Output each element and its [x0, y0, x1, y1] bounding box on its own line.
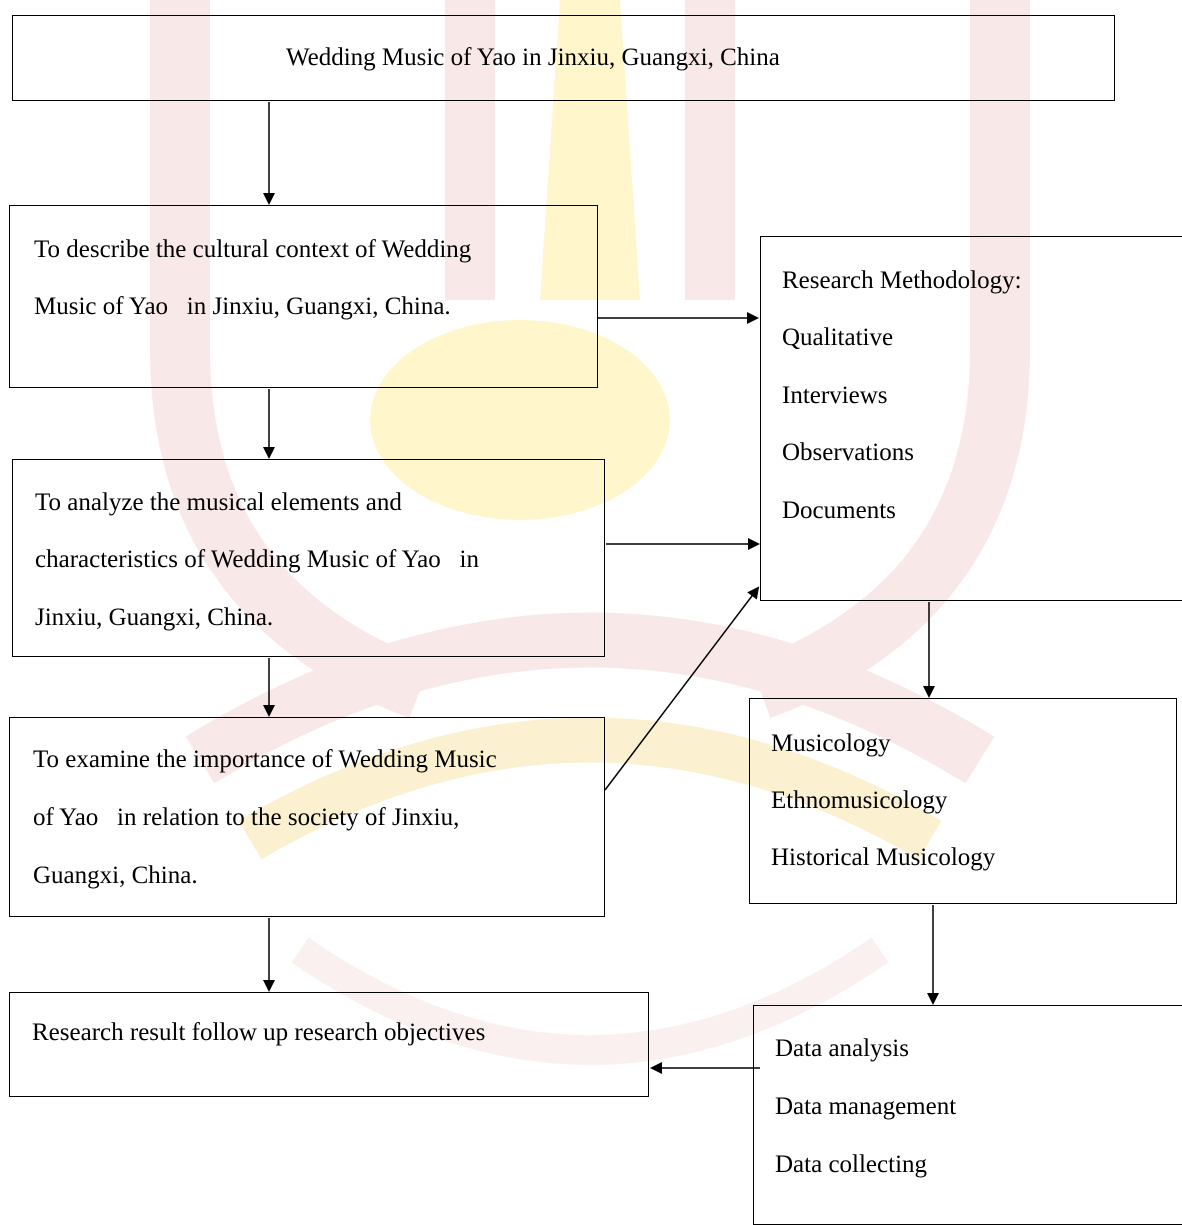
methodology-line-1: Research Methodology:: [782, 267, 1022, 294]
objective-2-box: [12, 459, 605, 657]
result-box: [9, 992, 649, 1097]
disciplines-line-1: Musicology: [771, 730, 891, 757]
data-line-1: Data analysis: [775, 1035, 909, 1062]
objective-3-line-2: of Yao in relation to the society of Jin…: [33, 804, 460, 831]
methodology-line-4: Observations: [782, 439, 914, 466]
objective-1-line-1: To describe the cultural context of Wedd…: [34, 236, 472, 263]
objective-1-line-2: Music of Yao in Jinxiu, Guangxi, China.: [34, 293, 451, 320]
arrow-objective-3-to-methodology: [604, 586, 760, 791]
objective-3-line-1: To examine the importance of Wedding Mus…: [33, 746, 497, 773]
objective-2-line-1: To analyze the musical elements and: [35, 489, 402, 516]
objective-1-box: [9, 205, 598, 388]
disciplines-line-2: Ethnomusicology: [771, 787, 948, 814]
methodology-line-2: Qualitative: [782, 324, 894, 351]
disciplines-box: [749, 698, 1177, 904]
methodology-box: [760, 236, 1182, 601]
objective-2-line-2: characteristics of Wedding Music of Yao …: [35, 546, 479, 573]
objective-2-line-3: Jinxiu, Guangxi, China.: [35, 604, 274, 631]
objective-3-line-3: Guangxi, China.: [33, 862, 198, 889]
objective-3-box: [9, 717, 605, 917]
title-box: [12, 15, 1115, 101]
title-text: Wedding Music of Yao in Jinxiu, Guangxi,…: [286, 44, 780, 71]
result-text: Research result follow up research objec…: [32, 1019, 486, 1046]
data-line-2: Data management: [775, 1093, 957, 1120]
data-line-3: Data collecting: [775, 1151, 928, 1178]
disciplines-line-3: Historical Musicology: [771, 844, 996, 871]
methodology-line-3: Interviews: [782, 382, 888, 409]
methodology-line-5: Documents: [782, 497, 896, 524]
